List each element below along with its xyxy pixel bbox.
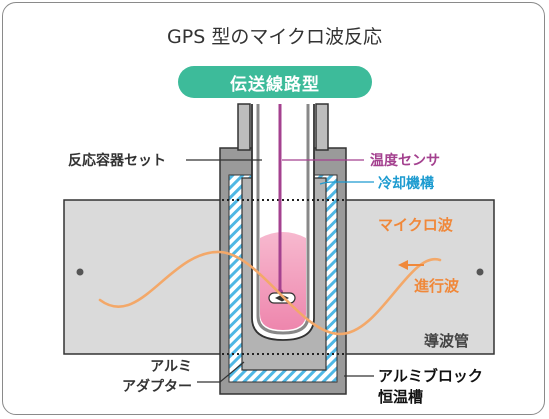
label-traveling-wave: 進行波 [414, 277, 460, 295]
label-microwave: マイクロ波 [378, 216, 453, 234]
leader-alumi-adapter [197, 361, 245, 383]
label-alumi-adapter-2: アダプター [122, 379, 192, 395]
waveguide-dot-left [76, 268, 84, 276]
microwave-wave [98, 250, 442, 336]
sample-liquid [260, 232, 306, 330]
diagram-title: GPS 型のマイクロ波反応 [167, 26, 382, 48]
label-thermostat-1: アルミブロック [378, 367, 483, 385]
holder-post-left [237, 103, 251, 151]
label-reactor-set: 反応容器セット [68, 153, 166, 169]
waveguide-dot-right [476, 268, 484, 276]
reactor-inner-wall [256, 104, 310, 335]
label-thermostat-2: 恒温槽 [378, 388, 424, 406]
holder-post-right [315, 103, 329, 151]
leader-cooling [319, 181, 374, 185]
label-temp-sensor: 温度センサ [370, 153, 440, 169]
subtitle-badge: 伝送線路型 [178, 66, 372, 98]
label-waveguide: 導波管 [424, 332, 470, 350]
label-alumi-adapter-1: アルミ [150, 359, 192, 375]
label-cooling: 冷却機構 [378, 176, 434, 192]
traveling-wave-arrowhead [398, 260, 408, 270]
